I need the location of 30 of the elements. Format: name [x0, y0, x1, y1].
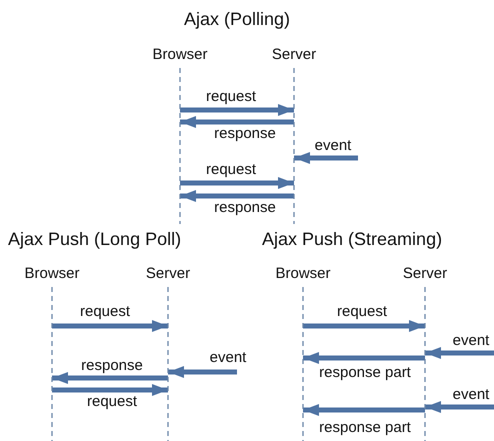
arrow	[425, 347, 494, 359]
arrow	[303, 352, 425, 364]
arrow	[180, 177, 294, 189]
edge-label: response part	[318, 419, 412, 436]
participant-name: Browser	[151, 46, 208, 64]
arrow	[52, 320, 168, 332]
arrow	[303, 404, 425, 416]
arrow	[294, 152, 358, 164]
edge-label: request	[336, 303, 388, 320]
edge-label: request	[204, 88, 258, 105]
edge-label: request	[86, 393, 138, 410]
edge-label: request	[78, 303, 132, 320]
arrow	[180, 104, 294, 116]
section-title: Ajax (Polling)	[184, 8, 290, 30]
section-title: Ajax Push (Long Poll)	[8, 228, 182, 250]
edge-label: response part	[318, 364, 412, 381]
participant-name: Server	[270, 46, 318, 64]
participant-name: Browser	[274, 265, 332, 283]
participant-name: Server	[144, 265, 192, 283]
section-title: Ajax Push (Streaming)	[262, 228, 442, 250]
arrow	[180, 190, 294, 202]
arrow	[303, 320, 425, 332]
arrow	[52, 372, 168, 384]
edge-label: request	[204, 161, 258, 178]
participant-name: Browser	[23, 265, 80, 283]
arrow	[180, 116, 294, 128]
arrow	[425, 401, 494, 413]
arrow	[52, 384, 168, 396]
participant-name: Server	[402, 265, 448, 283]
arrow	[168, 366, 237, 378]
